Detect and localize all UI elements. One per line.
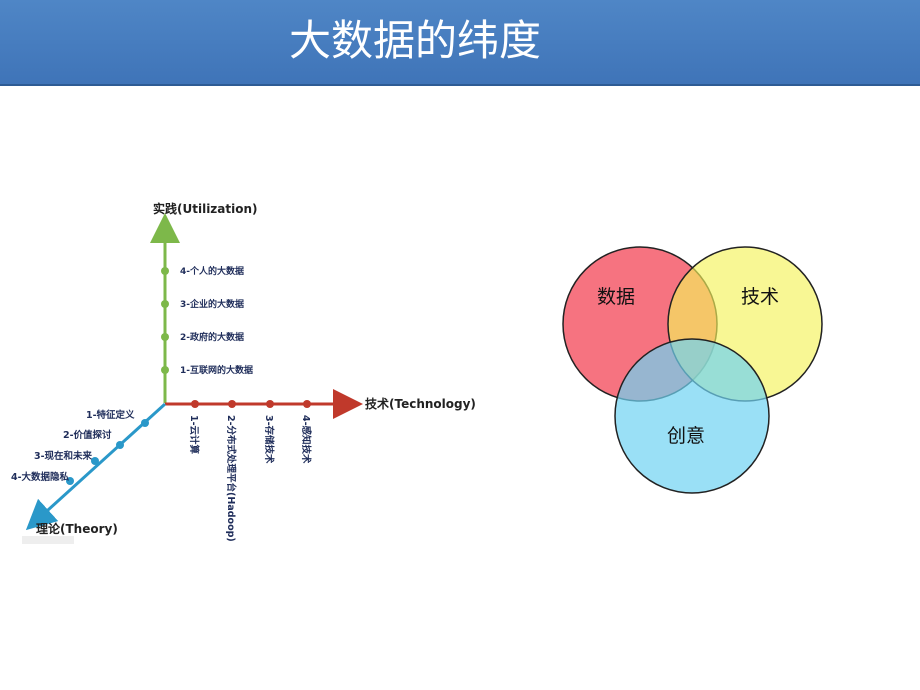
- utilization-point: [161, 366, 169, 374]
- utilization-point: [161, 333, 169, 341]
- theory-axis-title: 理论(Theory): [36, 521, 118, 536]
- watermark-smudge: [22, 536, 74, 544]
- venn-label-tech: 技术: [741, 286, 779, 308]
- theory-item: 1-特征定义: [86, 409, 135, 421]
- venn-label-data: 数据: [597, 286, 635, 308]
- venn-circle-idea: [614, 338, 770, 494]
- technology-axis-title: 技术(Technology): [365, 396, 476, 411]
- theory-item: 3-现在和未来: [34, 450, 93, 462]
- theory-item: 4-大数据隐私: [11, 471, 70, 483]
- theory-point: [91, 457, 99, 465]
- theory-point: [116, 441, 124, 449]
- theory-item: 2-价值探讨: [63, 429, 112, 441]
- technology-point: [191, 400, 199, 408]
- utilization-item: 4-个人的大数据: [180, 265, 244, 277]
- title-bar: 大数据的纬度: [0, 0, 920, 86]
- utilization-point: [161, 300, 169, 308]
- technology-item: 4-感知技术: [300, 415, 312, 464]
- utilization-item: 2-政府的大数据: [180, 331, 244, 343]
- technology-point: [228, 400, 236, 408]
- technology-item: 2-分布式处理平台(Hadoop): [225, 415, 237, 542]
- utilization-item: 1-互联网的大数据: [180, 364, 253, 376]
- utilization-axis-title: 实践(Utilization): [153, 201, 258, 216]
- technology-item: 1-云计算: [188, 415, 200, 455]
- theory-point: [66, 477, 74, 485]
- venn-label-idea: 创意: [667, 425, 705, 447]
- technology-point: [303, 400, 311, 408]
- technology-point: [266, 400, 274, 408]
- slide-title: 大数据的纬度: [289, 16, 542, 65]
- technology-item: 3-存储技术: [263, 415, 275, 464]
- utilization-item: 3-企业的大数据: [180, 298, 244, 310]
- theory-point: [141, 419, 149, 427]
- utilization-point: [161, 267, 169, 275]
